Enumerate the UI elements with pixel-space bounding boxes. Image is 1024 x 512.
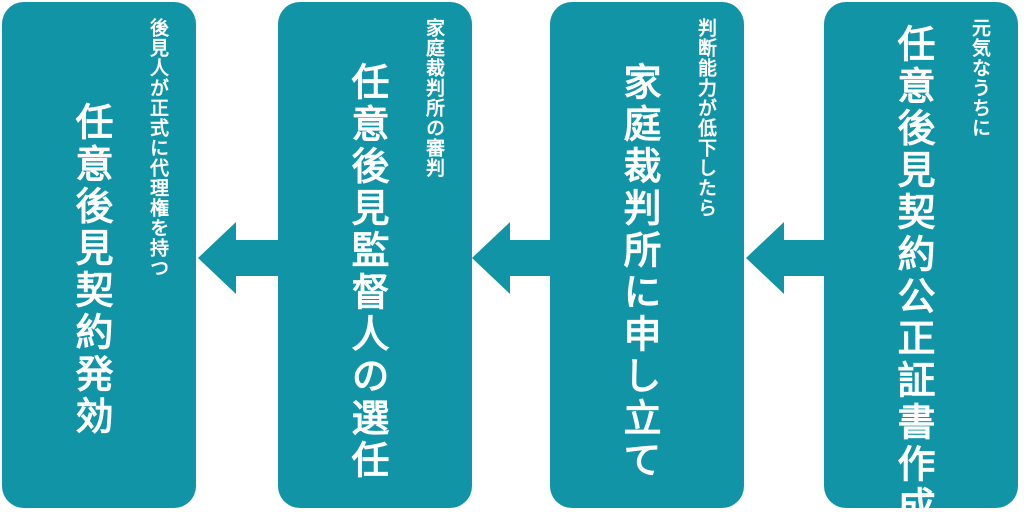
step-2-title: 家庭裁判所に申し立て	[617, 62, 661, 482]
step-box-1: 元気なうちに 任意後見契約公正証書作成	[824, 2, 1018, 512]
step-3-title: 任意後見監督人の選任	[345, 62, 389, 482]
step-1-subtitle: 元気なうちに	[969, 18, 991, 138]
step-2-subtitle: 判断能力が低下したら	[695, 18, 717, 218]
arrow-left-icon	[472, 222, 552, 294]
step-box-2: 判断能力が低下したら 家庭裁判所に申し立て	[550, 2, 744, 508]
step-3-subtitle: 家庭裁判所の審判	[423, 18, 445, 178]
step-4-subtitle: 後見人が正式に代理権を持つ	[147, 18, 169, 278]
arrow-left-icon	[746, 222, 826, 294]
step-box-4: 後見人が正式に代理権を持つ 任意後見契約発効	[2, 2, 196, 508]
arrow-left-icon	[198, 222, 278, 294]
step-box-3: 家庭裁判所の審判 任意後見監督人の選任	[278, 2, 472, 508]
step-1-title: 任意後見契約公正証書作成	[891, 24, 935, 512]
step-4-title: 任意後見契約発効	[69, 102, 113, 438]
